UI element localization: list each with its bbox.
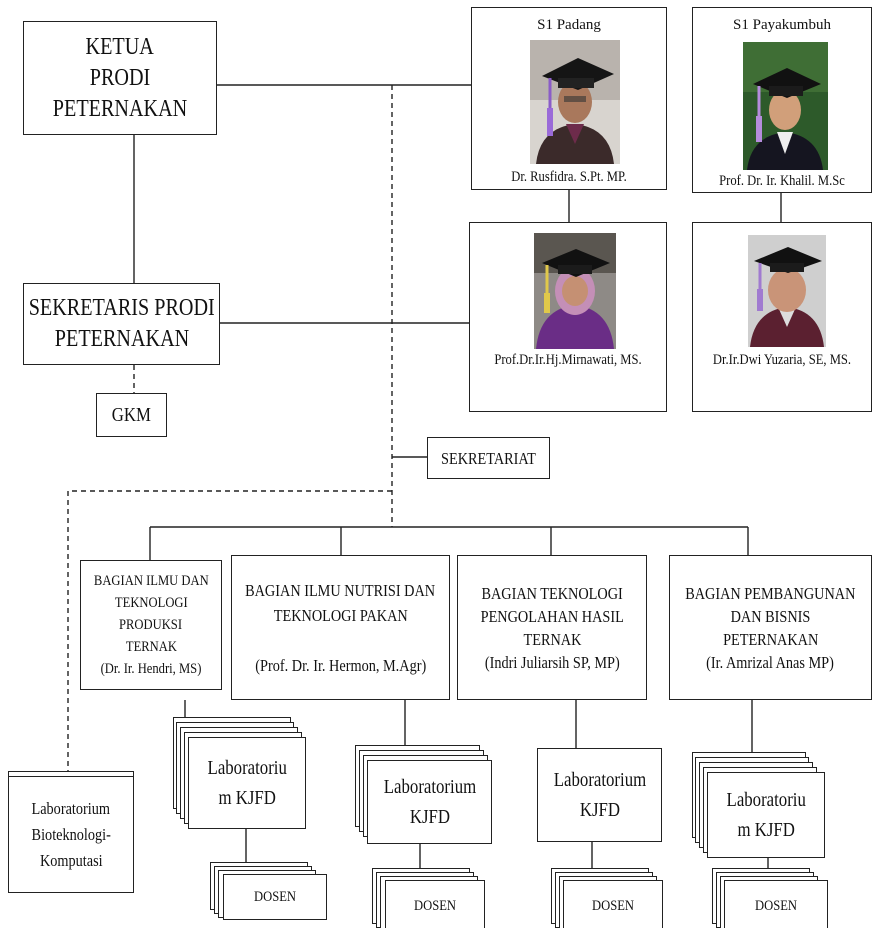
person-card-dwi-yuzaria: Dr.Ir.Dwi Yuzaria, SE, MS. xyxy=(692,222,872,412)
dosen-label: DOSEN xyxy=(754,897,797,914)
campus-title: S1 Payakumbuh xyxy=(733,17,831,33)
division-line: BAGIAN ILMU NUTRISI DAN xyxy=(245,580,436,600)
gkm-box: GKM xyxy=(96,393,167,437)
division-line: BAGIAN ILMU DAN xyxy=(93,573,209,589)
lab-line: Laboratoriu xyxy=(726,789,806,811)
division-line: PRODUKSI xyxy=(119,617,183,633)
lab-kjfd-box: Laboratorium KJFD xyxy=(537,748,662,842)
lab-bioteknologi-box: Laboratorium Bioteknologi- Komputasi xyxy=(8,776,134,893)
division-line: TERNAK xyxy=(125,639,177,655)
ketua-line: KETUA xyxy=(85,33,155,60)
portrait-photo xyxy=(748,235,826,347)
person-name: Dr. Rusfidra. S.Pt. MP. xyxy=(511,169,627,185)
lab-line: KJFD xyxy=(579,799,620,821)
lab-kjfd-box: Laboratorium KJFD xyxy=(367,760,492,844)
dosen-label: DOSEN xyxy=(413,897,456,914)
person-card-s1-padang: S1 Padang Dr. Rusfidra. S.Pt. MP. xyxy=(471,7,667,190)
sekretaris-line: PETERNAKAN xyxy=(54,326,189,352)
person-name: Dr.Ir.Dwi Yuzaria, SE, MS. xyxy=(712,352,852,368)
division-line: TEKNOLOGI xyxy=(114,595,188,611)
person-card-s1-payakumbuh: S1 Payakumbuh Prof. Dr. Ir. Khalil. M.Sc xyxy=(692,7,872,193)
dosen-box: DOSEN xyxy=(223,874,327,920)
division-line: DAN BISNIS xyxy=(730,606,811,626)
division-line: BAGIAN TEKNOLOGI xyxy=(481,583,623,603)
lab-line: Bioteknologi- xyxy=(31,824,111,844)
lab-kjfd-box: Laboratoriu m KJFD xyxy=(707,772,825,858)
portrait-photo xyxy=(743,42,828,170)
division-line: PETERNAKAN xyxy=(722,629,819,649)
ketua-prodi-box: KETUA PRODI PETERNAKAN xyxy=(23,21,217,135)
division-head: (Prof. Dr. Ir. Hermon, M.Agr) xyxy=(255,655,426,675)
lab-line: m KJFD xyxy=(218,787,276,809)
sekretaris-line: SEKRETARIS PRODI xyxy=(28,295,215,321)
dosen-box: DOSEN xyxy=(563,880,663,928)
portrait-photo xyxy=(530,40,620,164)
campus-title: S1 Padang xyxy=(537,17,601,33)
division-line: PENGOLAHAN HASIL xyxy=(480,606,624,626)
sekretaris-prodi-box: SEKRETARIS PRODI PETERNAKAN xyxy=(23,283,220,365)
person-name: Prof.Dr.Ir.Hj.Mirnawati, MS. xyxy=(494,352,642,368)
dosen-label: DOSEN xyxy=(253,888,296,905)
ketua-line: PRODI xyxy=(89,64,151,91)
division-head: (Ir. Amrizal Anas MP) xyxy=(706,652,835,672)
lab-line: Laboratorium xyxy=(553,769,646,791)
sekretariat-label: SEKRETARIAT xyxy=(441,448,536,468)
lab-line: Komputasi xyxy=(39,850,103,870)
division-line: BAGIAN PEMBANGUNAN xyxy=(685,583,856,603)
portrait-photo xyxy=(534,233,616,349)
lab-line: Laboratorium xyxy=(31,798,111,818)
lab-line: m KJFD xyxy=(737,819,795,841)
division-box-pengolahan: BAGIAN TEKNOLOGI PENGOLAHAN HASIL TERNAK… xyxy=(457,555,647,700)
division-box-nutrisi: BAGIAN ILMU NUTRISI DAN TEKNOLOGI PAKAN … xyxy=(231,555,450,700)
division-line: TEKNOLOGI PAKAN xyxy=(273,605,408,625)
division-box-produksi: BAGIAN ILMU DAN TEKNOLOGI PRODUKSI TERNA… xyxy=(80,560,222,690)
lab-line: Laboratoriu xyxy=(207,757,287,779)
gkm-label: GKM xyxy=(111,404,152,426)
dosen-box: DOSEN xyxy=(385,880,485,928)
lab-kjfd-box: Laboratoriu m KJFD xyxy=(188,737,306,829)
ketua-line: PETERNAKAN xyxy=(52,95,188,122)
dosen-box: DOSEN xyxy=(724,880,828,928)
division-head: (Dr. Ir. Hendri, MS) xyxy=(100,661,202,677)
lab-line: KJFD xyxy=(409,806,450,828)
division-box-pembangunan: BAGIAN PEMBANGUNAN DAN BISNIS PETERNAKAN… xyxy=(669,555,872,700)
lab-line: Laboratorium xyxy=(383,776,476,798)
person-name: Prof. Dr. Ir. Khalil. M.Sc xyxy=(719,173,845,189)
sekretariat-box: SEKRETARIAT xyxy=(427,437,550,479)
person-card-mirnawati: Prof.Dr.Ir.Hj.Mirnawati, MS. xyxy=(469,222,667,412)
dosen-label: DOSEN xyxy=(591,897,634,914)
division-line: TERNAK xyxy=(523,629,581,649)
division-head: (Indri Juliarsih SP, MP) xyxy=(484,652,620,672)
